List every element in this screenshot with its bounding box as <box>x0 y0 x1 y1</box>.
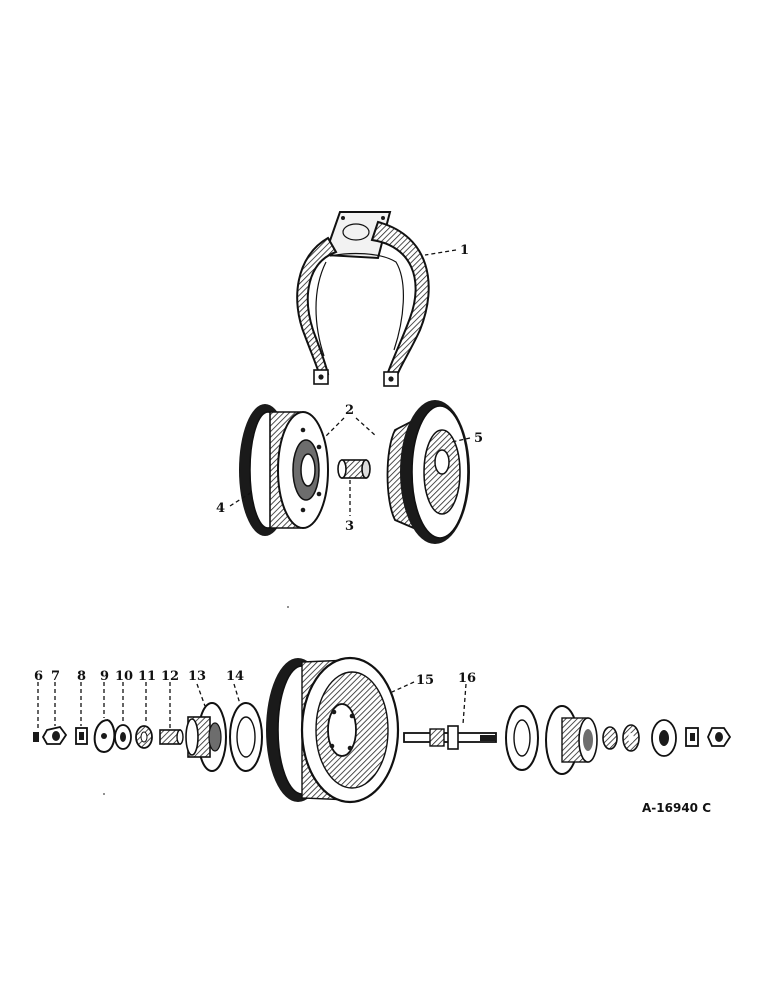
washer-right <box>651 719 677 757</box>
callout-11: 11 <box>138 669 156 684</box>
bearing-right <box>602 724 640 752</box>
callout-16: 16 <box>458 671 476 686</box>
callout-1: 1 <box>460 243 469 258</box>
part-7-nut <box>41 725 68 745</box>
fork-yoke-part <box>296 211 430 387</box>
part-11-bearing-cone <box>135 725 153 749</box>
part-13-hub <box>185 702 227 772</box>
figure-reference: A-16940 C <box>642 801 711 815</box>
callout-9: 9 <box>100 669 109 684</box>
part-16-axle <box>403 725 497 750</box>
part-6-pin <box>33 732 39 742</box>
callout-10: 10 <box>115 669 133 684</box>
wheel-half-left-part <box>239 404 329 536</box>
speck <box>103 793 105 795</box>
callout-15: 15 <box>416 673 434 688</box>
part-10-washer <box>114 724 132 750</box>
callout-labels: 1 2 3 4 5 6 7 8 9 10 11 12 13 14 15 16 <box>34 243 483 688</box>
callout-7: 7 <box>51 669 60 684</box>
center-sleeve-part <box>337 459 371 479</box>
wheel-half-right-part <box>386 400 470 544</box>
part-12-spacer <box>159 729 184 745</box>
part-9-ring <box>93 719 116 754</box>
seal-right <box>505 705 539 771</box>
part-15-wheel <box>266 656 400 804</box>
callout-8: 8 <box>77 669 86 684</box>
hub-right <box>545 705 598 775</box>
callout-5: 5 <box>474 431 483 446</box>
callout-12: 12 <box>161 669 179 684</box>
callout-3: 3 <box>345 519 354 534</box>
callout-4: 4 <box>216 501 225 516</box>
callout-6: 6 <box>34 669 43 684</box>
part-8-washer <box>75 727 88 745</box>
leader-lines <box>37 249 471 730</box>
speck <box>287 606 289 608</box>
callout-13: 13 <box>188 669 206 684</box>
part-14-gasket <box>229 702 263 772</box>
nut-right <box>685 727 732 747</box>
callout-2: 2 <box>345 403 354 418</box>
callout-14: 14 <box>226 669 244 684</box>
